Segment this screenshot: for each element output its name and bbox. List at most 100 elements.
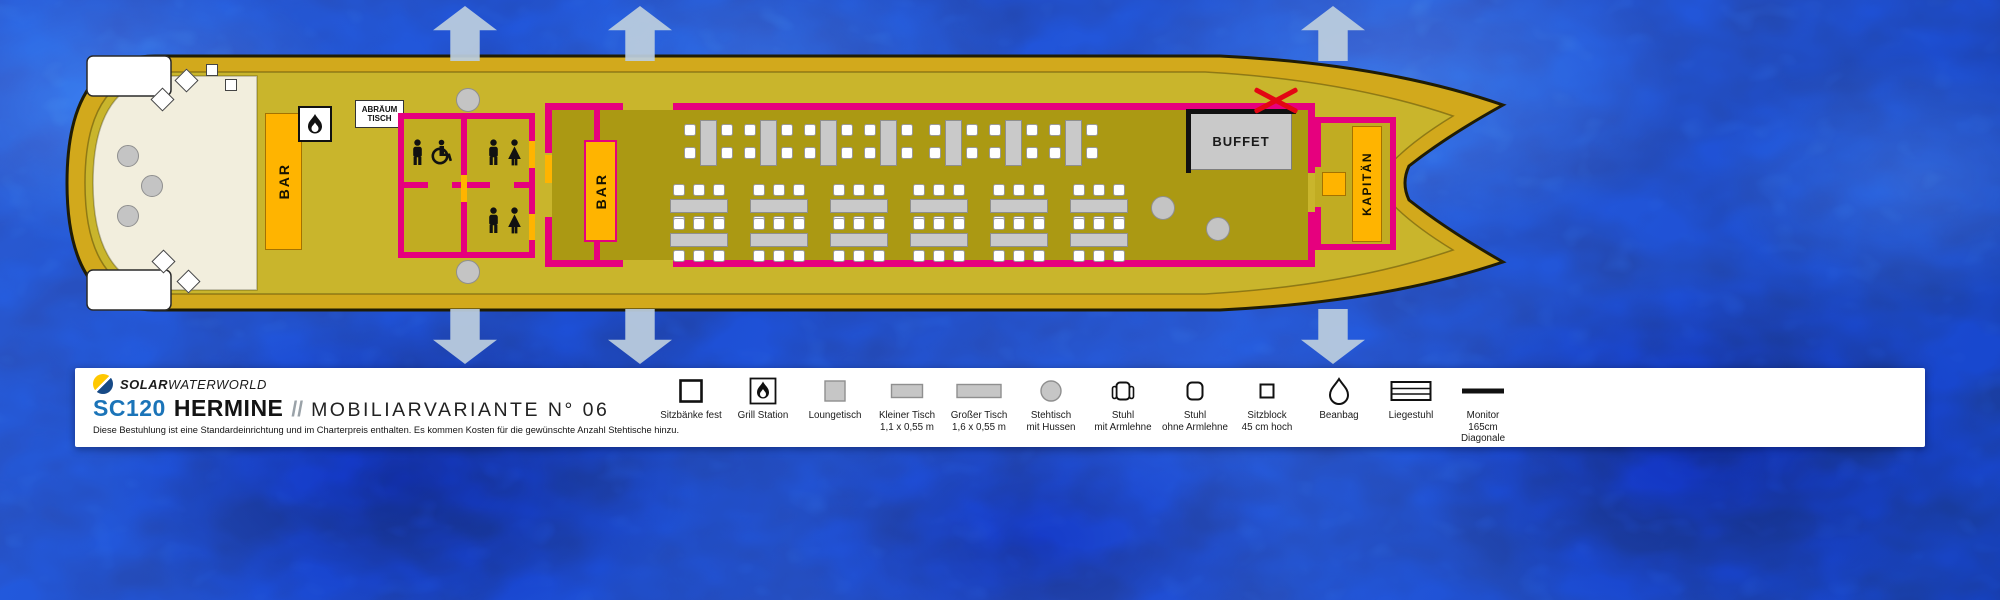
legend-item: Beanbag: [1303, 375, 1375, 445]
clearing-table-label2: TISCH: [367, 114, 392, 123]
legend-item-label: Liegestuhl: [1388, 410, 1434, 421]
plan-title: SC120 HERMINE // MOBILIARVARIANTE N° 06: [93, 395, 679, 422]
wall-segment: [545, 260, 623, 267]
brand-row: SOLARWATERWORLD: [93, 374, 679, 394]
bar-port: BAR: [265, 113, 302, 250]
legend-item-label: Loungetisch: [808, 410, 862, 421]
chair-icon: [1182, 375, 1208, 407]
legend-item: Sitzbänke fest: [655, 375, 727, 445]
door-marker: [461, 175, 467, 202]
woman-icon: [508, 207, 521, 234]
clearing-table-label: ABRÄUM: [361, 104, 398, 114]
wall-segment: [1308, 103, 1315, 173]
wall-segment: [594, 110, 600, 140]
wall-segment: [398, 252, 535, 258]
legend-item-label: Beanbag: [1319, 410, 1359, 421]
buffet-counter: BUFFET: [1190, 112, 1292, 170]
closed-passage-x-marker: [1253, 85, 1299, 117]
wc-unisex-icons: [486, 139, 523, 166]
wall-segment: [452, 182, 490, 188]
brand-block: SOLARWATERWORLD SC120 HERMINE // MOBILIA…: [93, 374, 679, 435]
wall-segment: [529, 168, 535, 214]
door-marker: [529, 214, 535, 240]
monitor-line: [1186, 109, 1296, 114]
bench-icon: [678, 375, 704, 407]
monitor-line: [1186, 109, 1191, 173]
bar-midship: BAR: [584, 140, 617, 242]
brand-name-light: WATERWORLD: [168, 376, 267, 392]
man-icon: [413, 139, 422, 165]
wall-segment: [514, 182, 535, 188]
solarwaterworld-logo: [93, 374, 113, 394]
legend-item-label: Sitzbänke fest: [660, 410, 722, 421]
seat-block-icon: [1256, 375, 1278, 407]
wc-unisex-icons: [486, 207, 523, 234]
legend-item: Liegestuhl: [1375, 375, 1447, 445]
legend-item: Loungetisch: [799, 375, 871, 445]
grill-station: [298, 106, 332, 142]
large-table-icon: [956, 375, 1002, 407]
man-icon: [489, 139, 498, 165]
grill-icon: [749, 375, 777, 407]
wall-segment: [529, 113, 535, 141]
captain-seat: [1322, 172, 1346, 196]
brand-name: SOLARWATERWORLD: [120, 377, 267, 392]
legend-item-label: Grill Station: [737, 410, 789, 421]
monitor-icon: [1461, 375, 1505, 407]
stern-platform-bottom: [86, 269, 172, 311]
brand-name-bold: SOLAR: [120, 376, 168, 392]
wall-segment: [545, 217, 552, 267]
boat-name: HERMINE: [173, 395, 284, 421]
wall-segment: [1390, 117, 1396, 250]
captain-label: KAPITÄN: [1360, 152, 1374, 216]
wall-segment: [673, 103, 1308, 110]
title-separator: //: [291, 398, 304, 421]
wall-segment: [529, 240, 535, 258]
stern-platform-top: [86, 55, 172, 97]
wall-segment: [545, 103, 623, 110]
bar-port-label: BAR: [275, 163, 292, 200]
wall-segment: [594, 242, 600, 260]
captain-console: KAPITÄN: [1352, 126, 1382, 242]
wall-segment: [461, 113, 467, 175]
wall-segment: [398, 182, 428, 188]
lounge-table-icon: [823, 375, 847, 407]
buffet-label: BUFFET: [1212, 133, 1270, 149]
wall-segment: [1315, 117, 1321, 167]
wall-segment: [673, 260, 1308, 267]
boat-model: SC120: [93, 395, 166, 421]
legend-items: Sitzbänke fest Grill Station Loungetisch Kl…: [655, 375, 1519, 445]
wheelchair-icon: [431, 139, 452, 165]
wc-accessible-icons: [410, 139, 454, 166]
standing-table-icon: [1039, 375, 1063, 407]
chair-armrest-icon: [1110, 375, 1136, 407]
man-icon: [489, 207, 498, 233]
deckchair-icon: [1390, 375, 1432, 407]
door-marker: [545, 155, 552, 183]
legend-item: Grill Station: [727, 375, 799, 445]
woman-icon: [508, 139, 521, 166]
wall-segment: [1315, 207, 1321, 250]
clearing-table: ABRÄUM TISCH: [355, 100, 404, 128]
wall-segment: [1308, 212, 1315, 267]
wall-segment: [545, 103, 552, 153]
small-table-icon: [890, 375, 924, 407]
plan-subtitle: Diese Bestuhlung ist eine Standardeinric…: [93, 425, 680, 435]
wall-segment: [461, 202, 467, 252]
bar-midship-label: BAR: [592, 172, 609, 210]
flame-icon: [308, 114, 322, 134]
